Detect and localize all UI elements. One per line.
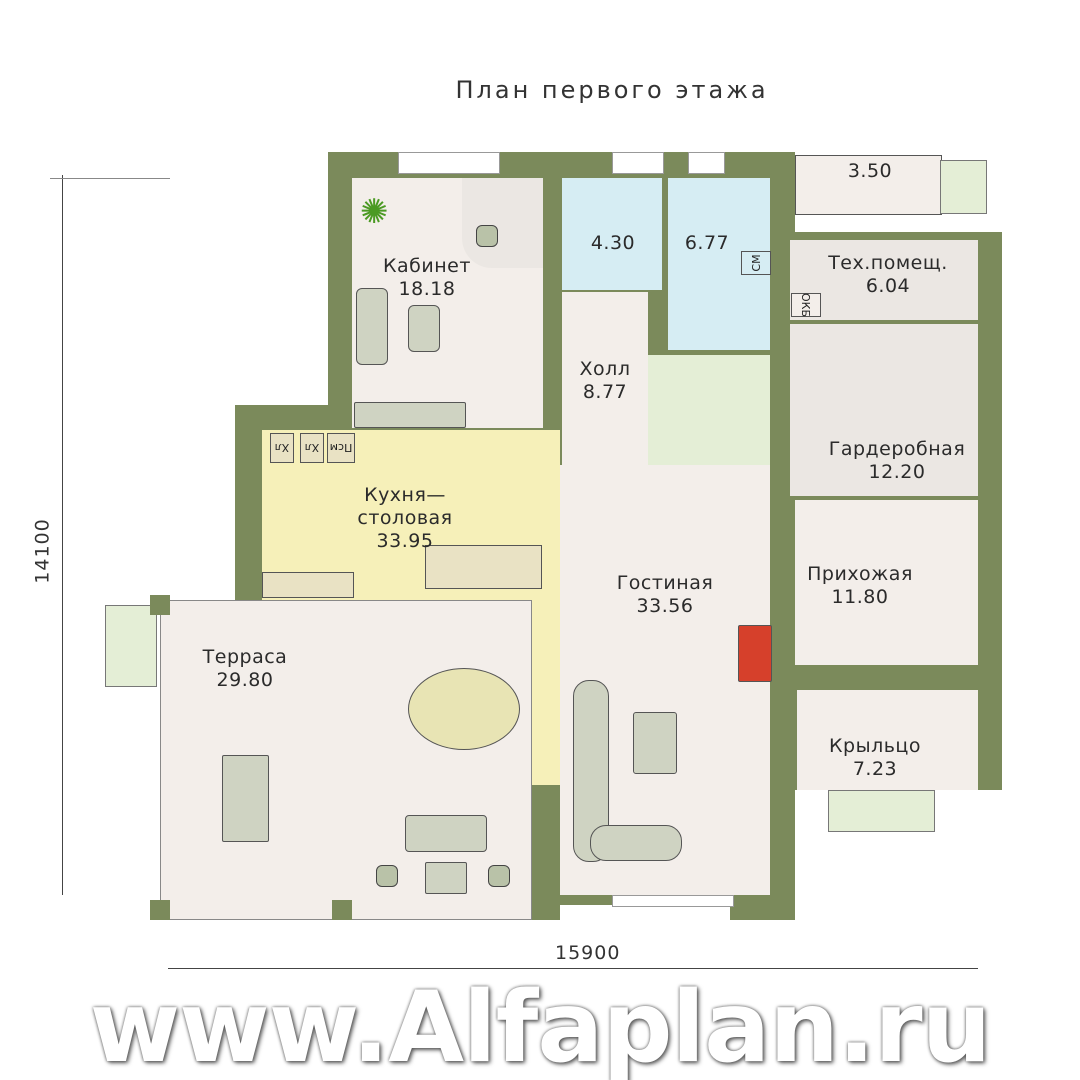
watermark: www.Alfaplan.ru	[89, 971, 992, 1080]
window	[612, 152, 664, 174]
washing-machine: СМ	[741, 251, 771, 275]
kitchen-counter	[262, 572, 354, 598]
room-tech	[790, 240, 978, 320]
window	[688, 152, 725, 174]
terrace-table	[222, 755, 269, 842]
width-dimension-line	[168, 968, 978, 969]
height-dimension: 14100	[31, 518, 54, 584]
room-porch	[797, 690, 978, 790]
corner-sofa-part	[590, 825, 682, 861]
office-chair	[476, 225, 498, 247]
tech-label: Тех.помещ.6.04	[828, 252, 948, 297]
plan-title: План первого этажа	[455, 76, 769, 104]
terrace-steps	[105, 605, 157, 687]
window	[612, 895, 734, 907]
terrace-coffee-table	[425, 862, 467, 894]
kitchen-island	[425, 545, 542, 589]
room-small-porch	[795, 155, 942, 215]
window	[398, 152, 500, 174]
room-hall-entry	[795, 500, 978, 665]
terrace-pillar	[150, 900, 170, 920]
terrace-pillar	[150, 595, 170, 615]
terrace-armchair	[376, 865, 398, 887]
fridge-1: Хл	[270, 433, 294, 463]
terrace-armchair	[488, 865, 510, 887]
room-garderob	[790, 324, 978, 496]
plant-icon: ✺	[360, 192, 389, 232]
small-porch-steps	[940, 160, 987, 214]
width-dimension: 15900	[555, 942, 621, 964]
dimension-extension	[50, 178, 170, 179]
boiler: ОКБ	[791, 293, 821, 317]
room677-area: 6.77	[684, 232, 730, 254]
porch-steps	[828, 790, 935, 832]
fireplace-icon	[738, 625, 772, 682]
desk	[462, 178, 543, 268]
dining-table	[408, 668, 520, 750]
terrace-sofa	[405, 815, 487, 852]
bath-area: 4.30	[590, 232, 636, 254]
coffee-table	[408, 305, 440, 352]
terrace-pillar	[332, 900, 352, 920]
sofa	[356, 288, 388, 365]
room-holl	[562, 292, 648, 467]
living-table	[633, 712, 677, 774]
cabinet	[354, 402, 466, 428]
height-dimension-line	[62, 175, 63, 895]
fridge-2: Хл	[300, 433, 324, 463]
room-bath	[562, 178, 662, 290]
dishwasher: Псм	[327, 433, 355, 463]
small-porch-area: 3.50	[847, 160, 893, 182]
